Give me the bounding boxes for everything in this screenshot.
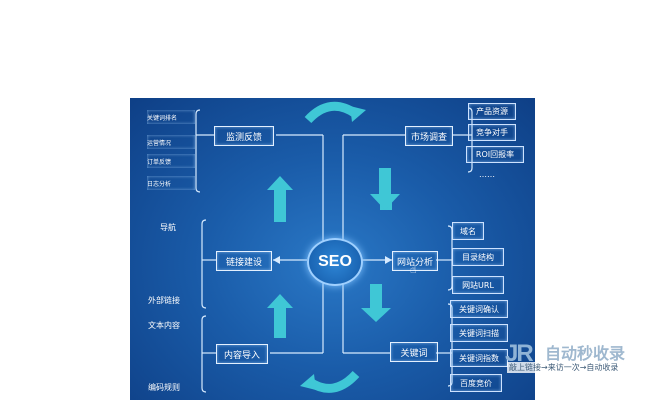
down-arrow-icon: [370, 168, 400, 210]
hand-cursor-icon: ☝: [410, 263, 417, 276]
watermark: JR 自动秒收录 敲上链接→来访一次→自动收录: [505, 338, 655, 378]
node-site-analysis: 网站分析: [392, 251, 438, 271]
seo-center-node: SEO: [307, 238, 363, 286]
monitor-item: 运营情况: [147, 135, 195, 149]
site-item: 域名: [452, 222, 484, 240]
up-arrow-icon: [267, 176, 293, 222]
content-item: 文本内容: [148, 320, 180, 330]
links-item: 外部链接: [148, 295, 180, 305]
node-keywords: 关键词: [390, 342, 438, 362]
market-item: 产品资源: [468, 103, 516, 120]
monitor-item: 订单反馈: [147, 154, 195, 168]
watermark-subtext: 敲上链接→来访一次→自动收录: [507, 362, 621, 373]
content-item: 编码规则: [148, 382, 180, 392]
curved-arrow-icon: [304, 101, 359, 124]
market-item: ROI回报率: [466, 146, 524, 163]
up-arrow-icon: [267, 294, 293, 338]
down-arrow-icon: [361, 284, 391, 322]
site-item: 网站URL: [452, 276, 504, 294]
connector-lines: [195, 101, 473, 393]
keyword-item: 关键词确认: [450, 300, 508, 318]
node-market: 市场调查: [405, 126, 453, 146]
site-item: 目录结构: [452, 248, 504, 266]
keyword-item: 百度竞价: [450, 374, 502, 392]
monitor-item: 关键词排名: [147, 110, 195, 124]
keyword-item: 关键词指数: [450, 349, 508, 367]
node-content: 内容导入: [216, 344, 268, 364]
market-item: ……: [479, 169, 495, 179]
watermark-text: 自动秒收录: [545, 344, 626, 363]
seo-mindmap: SEO 监测反馈 市场调查 链接建设 网站分析 内容导入 关键词 关键词排名 运…: [130, 98, 535, 400]
node-monitor: 监测反馈: [214, 126, 274, 146]
market-item: 竞争对手: [468, 124, 516, 141]
links-item: 导航: [160, 222, 176, 232]
node-links: 链接建设: [216, 251, 272, 271]
keyword-item: 关键词扫描: [450, 324, 508, 342]
monitor-item: 日志分析: [147, 176, 195, 190]
curved-arrow-icon: [307, 370, 360, 393]
